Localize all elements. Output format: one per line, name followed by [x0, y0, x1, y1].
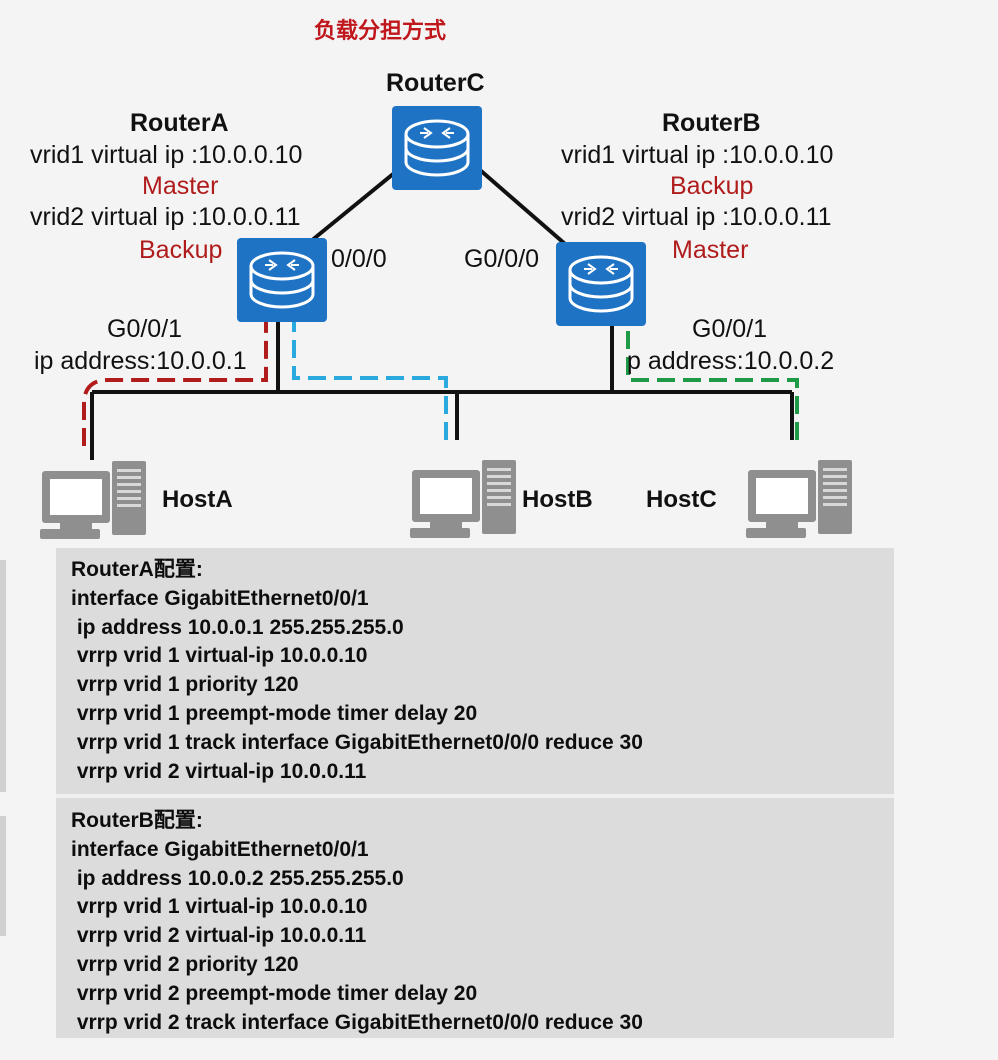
config-line: vrrp vrid 1 virtual-ip 10.0.0.10: [71, 644, 368, 668]
routerb-icon: [554, 240, 648, 328]
config-line: vrrp vrid 2 track interface GigabitEther…: [71, 1010, 643, 1034]
path-hosta-routera: [82, 320, 268, 446]
routera-uplink-port: 0/0/0: [331, 245, 387, 273]
routera-icon: [235, 236, 329, 324]
config-line: vrrp vrid 2 virtual-ip 10.0.0.11: [71, 924, 367, 948]
routerb-uplink-port: G0/0/0: [464, 245, 540, 273]
config-line: ip address 10.0.0.2 255.255.255.0: [71, 866, 404, 890]
routerc-name: RouterC: [386, 69, 485, 97]
routerb-config-block: RouterB配置: interface GigabitEthernet0/0/…: [56, 798, 894, 1038]
config-line: RouterA配置:: [71, 558, 203, 581]
routera-downlink-ip: ip address:10.0.0.1: [34, 347, 247, 375]
path-hostc-routerb: [626, 320, 799, 440]
routera-vrid2-state: Backup: [139, 236, 223, 264]
routerb-vrid2-state: Master: [672, 236, 749, 264]
hostc-label: HostC: [646, 486, 717, 513]
hostc-pc-icon: [746, 460, 852, 538]
routerb-vrid1-state: Backup: [670, 172, 754, 200]
routera-downlink-port: G0/0/1: [107, 315, 183, 343]
hostb-label: HostB: [522, 486, 593, 513]
config-line: RouterB配置:: [71, 809, 203, 832]
config-line: vrrp vrid 1 track interface GigabitEther…: [71, 730, 643, 754]
config-line: vrrp vrid 1 priority 120: [71, 673, 299, 697]
routera-name: RouterA: [130, 109, 229, 137]
routera-vrid2: vrid2 virtual ip :10.0.0.11: [30, 203, 301, 231]
routerb-vrid2: vrid2 virtual ip :10.0.0.11: [561, 203, 832, 231]
config-line: vrrp vrid 2 preempt-mode timer delay 20: [71, 981, 478, 1005]
routerc-icon: [390, 104, 484, 192]
config-line: vrrp vrid 1 virtual-ip 10.0.0.10: [71, 895, 368, 919]
left-edge-strip: [0, 816, 6, 936]
config-line: interface GigabitEthernet0/0/1: [71, 837, 369, 861]
path-hostb-routera: [292, 320, 448, 440]
network-topology: [40, 104, 852, 539]
routera-config-block: RouterA配置: interface GigabitEthernet0/0/…: [56, 548, 894, 794]
config-line: interface GigabitEthernet0/0/1: [71, 586, 369, 610]
routera-vrid1: vrid1 virtual ip :10.0.0.10: [30, 141, 303, 169]
config-line: vrrp vrid 2 virtual-ip 10.0.0.11: [71, 759, 367, 783]
routerb-name: RouterB: [662, 109, 761, 137]
hostb-pc-icon: [410, 460, 516, 538]
routera-vrid1-state: Master: [142, 172, 219, 200]
routerb-downlink-ip: p address:10.0.0.2: [627, 347, 835, 375]
config-line: ip address 10.0.0.1 255.255.255.0: [71, 615, 404, 639]
page-title: 负载分担方式: [314, 18, 447, 43]
routerb-vrid1: vrid1 virtual ip :10.0.0.10: [561, 141, 834, 169]
config-line: vrrp vrid 2 priority 120: [71, 952, 299, 976]
hosta-label: HostA: [162, 486, 233, 513]
link-routerc-routerb: [478, 168, 574, 252]
link-routerc-routera: [298, 168, 400, 252]
config-line: vrrp vrid 1 preempt-mode timer delay 20: [71, 701, 478, 725]
left-edge-strip: [0, 560, 6, 792]
hosta-pc-icon: [40, 461, 146, 539]
routerb-downlink-port: G0/0/1: [692, 315, 768, 343]
config-divider: [56, 794, 894, 798]
